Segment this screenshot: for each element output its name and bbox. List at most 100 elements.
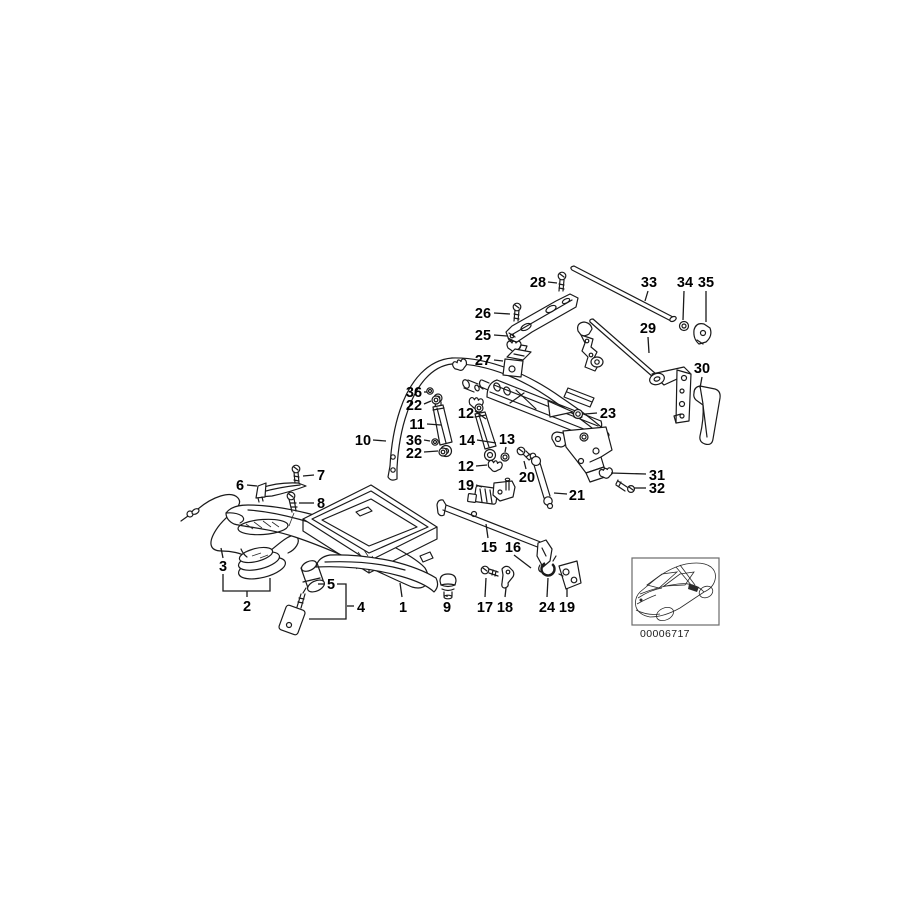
callout-27[interactable]: 27: [475, 353, 491, 369]
washer-22b: [438, 447, 448, 457]
callout-31[interactable]: 31: [649, 468, 665, 484]
callout-23[interactable]: 23: [600, 406, 616, 422]
screw-28: [557, 271, 567, 292]
latch-dish: [237, 546, 287, 580]
hinge-pin: [462, 379, 484, 393]
callout-6[interactable]: 6: [236, 478, 244, 494]
callout-14[interactable]: 14: [459, 433, 475, 449]
leader-line-11: [426, 423, 442, 426]
leader-line-1: [399, 582, 403, 598]
car-box-frame: [631, 557, 720, 626]
hinge-strap: [387, 357, 453, 481]
leader-line-18: [504, 587, 507, 598]
callout-11[interactable]: 11: [409, 417, 424, 433]
tray-front-apron: [315, 554, 439, 593]
clip-12b: [487, 459, 503, 473]
leader-line-26: [493, 312, 511, 315]
leader-line-36b: [423, 439, 431, 442]
lever-18: [501, 565, 515, 589]
screw-26: [512, 302, 522, 322]
hinge-tube: [451, 357, 610, 440]
leader-line-21: [553, 492, 568, 495]
callout-4[interactable]: 4: [357, 600, 365, 616]
callout-22b[interactable]: 22: [406, 446, 422, 462]
leader-line-34: [682, 290, 685, 321]
callout-2[interactable]: 2: [243, 599, 251, 615]
link-rod-21: [529, 452, 554, 510]
callout-20[interactable]: 20: [519, 470, 535, 486]
leader-line-25: [493, 334, 508, 337]
leader-line-6: [246, 484, 258, 487]
leader-line-27: [493, 359, 504, 362]
bracket-4-5: [309, 583, 347, 620]
callout-19a[interactable]: 19: [458, 478, 474, 494]
callout-10[interactable]: 10: [355, 433, 371, 449]
nut-34: [678, 320, 690, 332]
nut-13: [500, 452, 510, 462]
screw-20: [516, 446, 534, 461]
bracket-27: [502, 344, 532, 378]
leader-line-10: [372, 439, 387, 442]
support-frame: [478, 379, 603, 439]
callout-29[interactable]: 29: [640, 321, 656, 337]
leader-line-22b: [423, 450, 439, 453]
lower-rail: [436, 499, 553, 573]
callout-36a[interactable]: 36: [406, 385, 422, 401]
callout-17[interactable]: 17: [477, 600, 493, 616]
nut-23: [572, 408, 584, 420]
leader-line-16: [513, 554, 532, 569]
callout-16[interactable]: 16: [505, 540, 521, 556]
leader-line-29: [647, 336, 650, 354]
part-location-marker: [688, 584, 699, 592]
buffer-stop: [439, 573, 457, 600]
leader-line-14: [476, 439, 497, 444]
callout-8[interactable]: 8: [317, 496, 325, 512]
callout-22a[interactable]: 22: [406, 398, 422, 414]
bracket-2-3: [222, 574, 271, 592]
callout-30[interactable]: 30: [694, 361, 710, 377]
callout-26[interactable]: 26: [475, 306, 491, 322]
callout-24[interactable]: 24: [539, 600, 555, 616]
bracket-25: [505, 293, 579, 343]
vertical-support: [577, 321, 604, 372]
callout-18[interactable]: 18: [497, 600, 513, 616]
callout-5[interactable]: 5: [327, 577, 335, 593]
nut-36a: [426, 387, 434, 395]
callout-9[interactable]: 9: [443, 600, 451, 616]
callout-32[interactable]: 32: [649, 481, 665, 497]
leader-line-31: [610, 472, 647, 475]
diagram-code: 00006717: [640, 628, 690, 640]
callout-36b[interactable]: 36: [406, 433, 422, 449]
leader-line-12b: [475, 464, 488, 467]
callout-3[interactable]: 3: [219, 559, 227, 575]
leader-line-33: [644, 290, 649, 302]
washer-22a: [431, 395, 441, 405]
callout-21[interactable]: 21: [569, 488, 585, 504]
callout-28[interactable]: 28: [530, 275, 546, 291]
callout-33[interactable]: 33: [641, 275, 657, 291]
rod-29: [589, 318, 657, 378]
leader-line-20: [523, 460, 527, 470]
glovebox-tray: [302, 484, 439, 593]
callout-34[interactable]: 34: [677, 275, 693, 291]
leader-line-7: [302, 474, 315, 477]
leader-line-22a: [423, 400, 432, 405]
callout-25[interactable]: 25: [475, 328, 491, 344]
callout-15[interactable]: 15: [481, 540, 497, 556]
screw-7: [291, 464, 301, 484]
callout-12a[interactable]: 12: [458, 406, 474, 422]
handle-trim: [255, 482, 307, 503]
screw-8: [286, 491, 298, 527]
callout-13[interactable]: 13: [499, 432, 515, 448]
leader-line-17: [484, 577, 487, 598]
bracket-19b: [558, 560, 582, 590]
nut-36b: [431, 438, 439, 446]
callout-7[interactable]: 7: [317, 468, 325, 484]
callout-12b[interactable]: 12: [458, 459, 474, 475]
callout-19b[interactable]: 19: [559, 600, 575, 616]
leader-line-19a: [475, 484, 483, 488]
callout-35[interactable]: 35: [698, 275, 714, 291]
callout-1[interactable]: 1: [399, 600, 407, 616]
